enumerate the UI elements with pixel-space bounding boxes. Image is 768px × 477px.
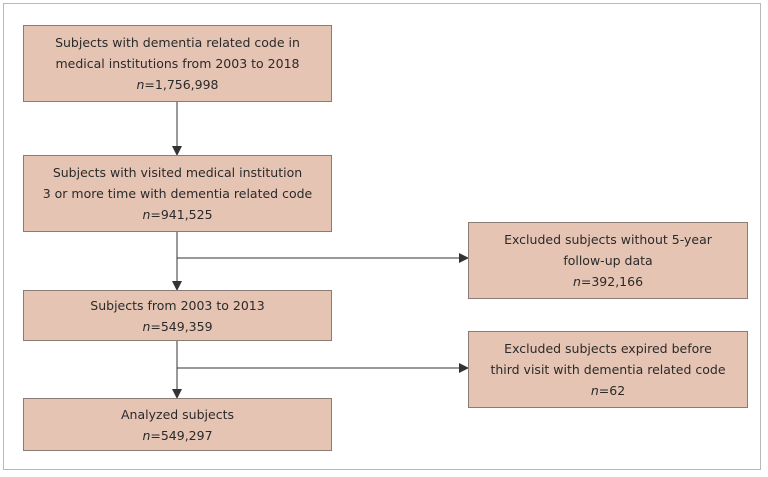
box-excluded-no-followup: Excluded subjects without 5-year follow-… [468, 222, 748, 299]
box-text-line: Excluded subjects without 5-year [504, 232, 712, 247]
box-text-line: medical institutions from 2003 to 2018 [55, 56, 300, 71]
figure-frame [3, 3, 761, 470]
box-excluded-expired: Excluded subjects expired before third v… [468, 331, 748, 408]
box-count: n=549,297 [142, 427, 213, 443]
box-count: n=392,166 [572, 274, 644, 289]
box-text-line: 3 or more time with dementia related cod… [42, 186, 313, 201]
box-subjects-2003-2013: Subjects from 2003 to 2013 n=549,359 [23, 290, 332, 341]
box-count: n=1,756,998 [136, 77, 219, 92]
box-text-line: Analyzed subjects [121, 406, 234, 422]
box-count: n=62 [590, 383, 626, 398]
box-analyzed-subjects: Analyzed subjects n=549,297 [23, 398, 332, 451]
box-count: n=549,359 [142, 318, 213, 334]
box-text-line: third visit with dementia related code [490, 362, 726, 377]
box-text-line: Subjects with dementia related code in [55, 35, 300, 50]
box-text-line: follow-up data [563, 253, 653, 268]
box-visited-3-or-more: Subjects with visited medical institutio… [23, 155, 332, 232]
box-text-line: Subjects with visited medical institutio… [52, 165, 303, 180]
box-text-line: Excluded subjects expired before [504, 341, 712, 356]
box-text-line: Subjects from 2003 to 2013 [90, 297, 265, 313]
box-count: n=941,525 [142, 207, 213, 222]
box-all-dementia-subjects: Subjects with dementia related code in m… [23, 25, 332, 102]
